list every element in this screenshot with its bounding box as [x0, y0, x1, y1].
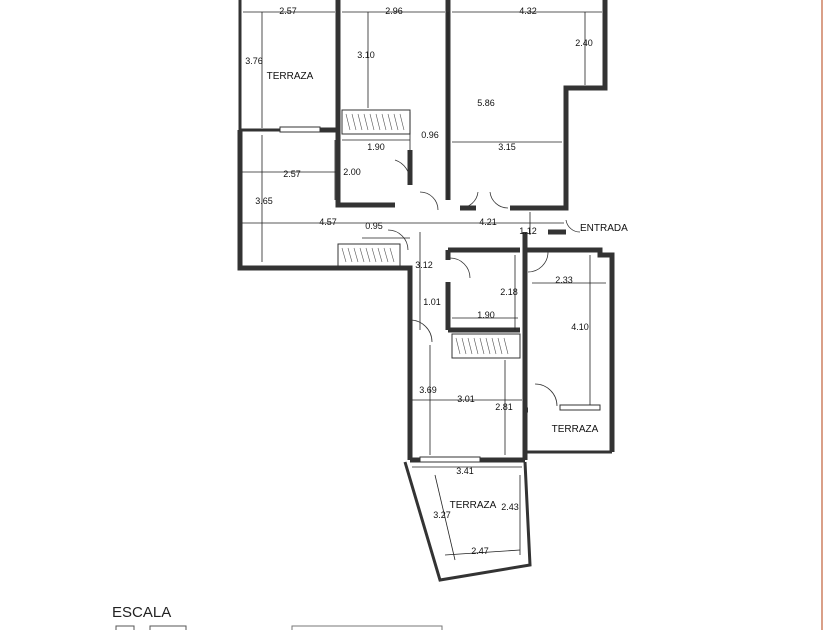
- dim-label: 3.27: [433, 510, 451, 520]
- dim-label: 2.18: [500, 287, 518, 297]
- dim-label: 5.86: [477, 98, 495, 108]
- dim-label: 4.32: [519, 6, 537, 16]
- dim-label: 2.57: [283, 169, 301, 179]
- dim-label: 3.15: [498, 142, 516, 152]
- dim-label: 4.21: [479, 217, 497, 227]
- dim-label: 3.01: [457, 394, 475, 404]
- dim-label: 3.10: [357, 50, 375, 60]
- dim-label: 2.57: [279, 6, 297, 16]
- dim-label: 4.10: [571, 322, 589, 332]
- entrance-label: ENTRADA: [580, 223, 628, 234]
- dim-label: 2.47: [471, 546, 489, 556]
- dim-label: 2.43: [501, 502, 519, 512]
- scale-legend: ESCALA: [112, 604, 443, 630]
- dim-label: 3.76: [245, 56, 263, 66]
- dim-label: 2.40: [575, 38, 593, 48]
- windows: [279, 126, 601, 463]
- dim-label: 2.96: [385, 6, 403, 16]
- dim-label: 4.57: [319, 217, 337, 227]
- dim-label: 3.41: [456, 466, 474, 476]
- doors: [387, 159, 581, 407]
- terrace-bottom-label: TERRAZA: [450, 500, 497, 511]
- dim-label: 2.33: [555, 275, 573, 285]
- dim-label: 1.90: [477, 310, 495, 320]
- walls: [237, 0, 615, 582]
- dim-label: 1.01: [423, 297, 441, 307]
- scale-box: [115, 625, 135, 630]
- dim-label: 1.12: [519, 226, 537, 236]
- dim-label: 2.81: [495, 402, 513, 412]
- dim-label: 0.96: [421, 130, 439, 140]
- dim-label: 2.00: [343, 167, 361, 177]
- scale-box: [291, 625, 443, 630]
- scale-box: [149, 625, 187, 630]
- scale-label: ESCALA: [112, 604, 171, 621]
- dim-label: 3.65: [255, 196, 273, 206]
- terrace-right-label: TERRAZA: [552, 424, 599, 435]
- dim-label: 3.12: [415, 260, 433, 270]
- dim-label: 3.69: [419, 385, 437, 395]
- terrace-top-label: TERRAZA: [267, 71, 314, 82]
- dim-label: 1.90: [367, 142, 385, 152]
- wardrobes: [337, 109, 521, 359]
- dimension-lines: [242, 11, 606, 561]
- dim-label: 0.95: [365, 221, 383, 231]
